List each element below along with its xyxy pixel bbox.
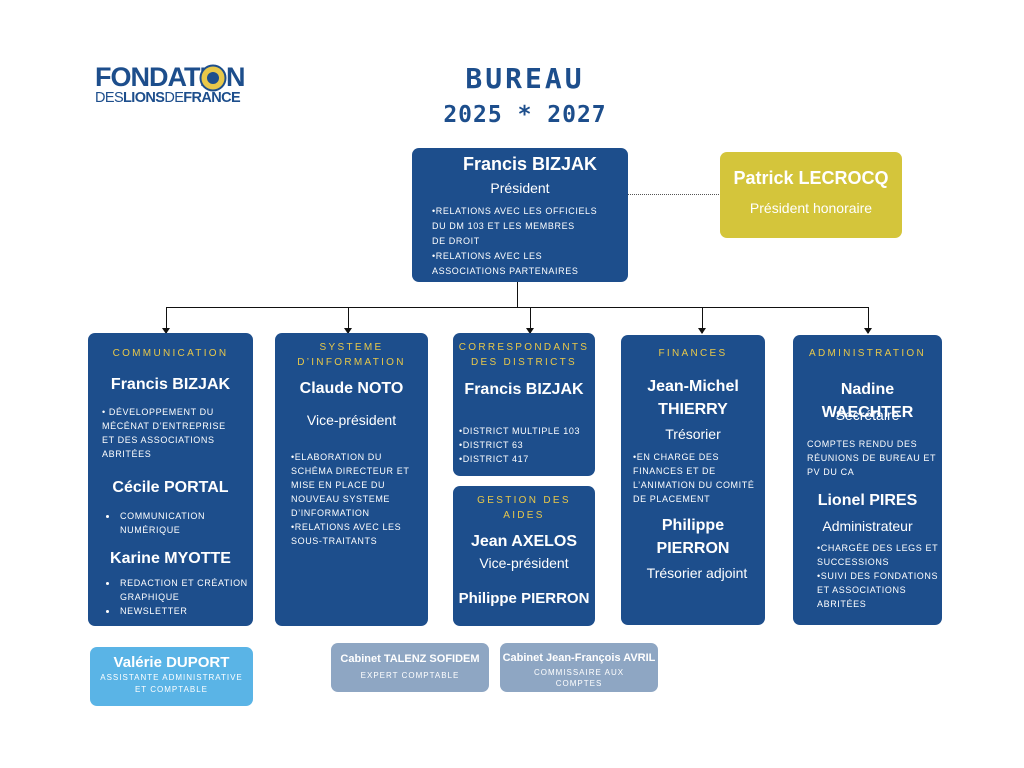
administration-person-2-duties: •CHARGÉE DES LEGS ET SUCCESSIONS •SUIVI … [817, 543, 939, 609]
honorary-role: Président honoraire [749, 200, 873, 216]
president-box: Francis BIZJAK Président •RELATIONS AVEC… [412, 148, 628, 282]
drop-finances [702, 307, 703, 333]
finances-box: FINANCES Jean-Michel THIERRY Trésorier •… [621, 335, 765, 625]
page-title: BUREAU [465, 62, 585, 95]
administration-person-2-role: Administrateur [822, 518, 913, 534]
administration-person-1-name: Nadine WAECHTER [821, 381, 914, 421]
si-name: Claude NOTO [299, 380, 404, 397]
communication-header: COMMUNICATION [112, 348, 229, 359]
honorary-president-box: Patrick LECROCQ Président honoraire [720, 152, 902, 238]
aides-box: GESTION DES AIDES Jean AXELOS Vice-prési… [453, 486, 595, 626]
communication-person-2-name: Cécile PORTAL [112, 479, 229, 496]
honorary-connector [628, 194, 721, 195]
si-box: SYSTEME D’INFORMATION Claude NOTO Vice-p… [275, 333, 428, 626]
communication-person-2-duties: COMMUNICATION NUMÉRIQUE [104, 509, 226, 537]
president-connector [517, 282, 518, 308]
si-duties: •ELABORATION DU SCHÉMA DIRECTEUR ET MISE… [291, 452, 410, 546]
honorary-name: Patrick LECROCQ [733, 168, 889, 188]
horizontal-connector [166, 307, 869, 308]
cabinet-avril-box: Cabinet Jean-François AVRIL COMMISSAIRE … [500, 643, 658, 692]
administration-person-1-duties: COMPTES RENDU DES RÉUNIONS DE BUREAU ET … [807, 439, 937, 477]
page-subtitle: 2025 * 2027 [443, 102, 607, 128]
districts-list: •DISTRICT MULTIPLE 103 •DISTRICT 63 •DIS… [459, 426, 581, 464]
administration-header: ADMINISTRATION [808, 348, 926, 359]
communication-box: COMMUNICATION Francis BIZJAK • DÉVELOPPE… [88, 333, 253, 626]
districts-header: CORRESPONDANTS DES DISTRICTS [458, 342, 590, 368]
cabinet-talenz-role: EXPERT COMPTABLE [360, 671, 460, 680]
president-duties: •RELATIONS AVEC LES OFFICIELS DU DM 103 … [432, 206, 598, 276]
finances-person-1-role: Trésorier [665, 426, 721, 442]
logo-bottom-text: DESLIONSDEFRANCE [95, 90, 241, 106]
cabinet-avril-role: COMMISSAIRE AUX COMPTES [533, 668, 625, 688]
assistant-box: Valérie DUPORT ASSISTANTE ADMINISTRATIVE… [90, 647, 253, 706]
finances-person-2-role: Trésorier adjoint [646, 565, 748, 581]
communication-person-3-name: Karine MYOTTE [110, 550, 231, 567]
communication-person-1-duties: • DÉVELOPPEMENT DU MÉCÉNAT D’ENTREPRISE … [102, 407, 226, 459]
communication-person-1-name: Francis BIZJAK [110, 376, 231, 393]
assistant-role: ASSISTANTE ADMINISTRATIVE ET COMPTABLE [100, 673, 243, 694]
si-role: Vice-président [306, 412, 397, 428]
drop-administration [868, 307, 869, 333]
aides-person-2-name: Philippe PIERRON [458, 590, 590, 607]
cabinet-talenz-name: Cabinet TALENZ SOFIDEM [340, 653, 480, 665]
finances-duties: •EN CHARGE DES FINANCES ET DE L’ANIMATIO… [633, 452, 755, 504]
aides-person-1-role: Vice-président [479, 555, 569, 571]
aides-header: GESTION DES AIDES [477, 495, 571, 521]
drop-si [348, 307, 349, 333]
drop-communication [166, 307, 167, 333]
lions-emblem-icon [199, 64, 227, 92]
districts-box: CORRESPONDANTS DES DISTRICTS Francis BIZ… [453, 333, 595, 476]
communication-person-3-duties: REDACTION ET CRÉATION GRAPHIQUE NEWSLETT… [104, 576, 258, 618]
finances-person-1-name: Jean-Michel THIERRY [647, 378, 739, 418]
president-role: Président [490, 180, 550, 196]
cabinet-talenz-box: Cabinet TALENZ SOFIDEM EXPERT COMPTABLE [331, 643, 489, 692]
administration-box: ADMINISTRATION Nadine WAECHTER Secrétair… [793, 335, 942, 625]
si-header: SYSTEME D’INFORMATION [297, 342, 406, 368]
districts-name: Francis BIZJAK [464, 381, 584, 398]
drop-districts [530, 307, 531, 333]
administration-person-1-role: Secrétaire [835, 407, 900, 423]
cabinet-avril-name: Cabinet Jean-François AVRIL [502, 652, 656, 664]
president-name: Francis BIZJAK [462, 154, 598, 174]
finances-person-2-name: Philippe PIERRON [656, 517, 730, 557]
assistant-name: Valérie DUPORT [113, 654, 230, 671]
finances-header: FINANCES [658, 348, 728, 359]
administration-person-2-name: Lionel PIRES [817, 492, 918, 509]
aides-person-1-name: Jean AXELOS [470, 533, 578, 550]
